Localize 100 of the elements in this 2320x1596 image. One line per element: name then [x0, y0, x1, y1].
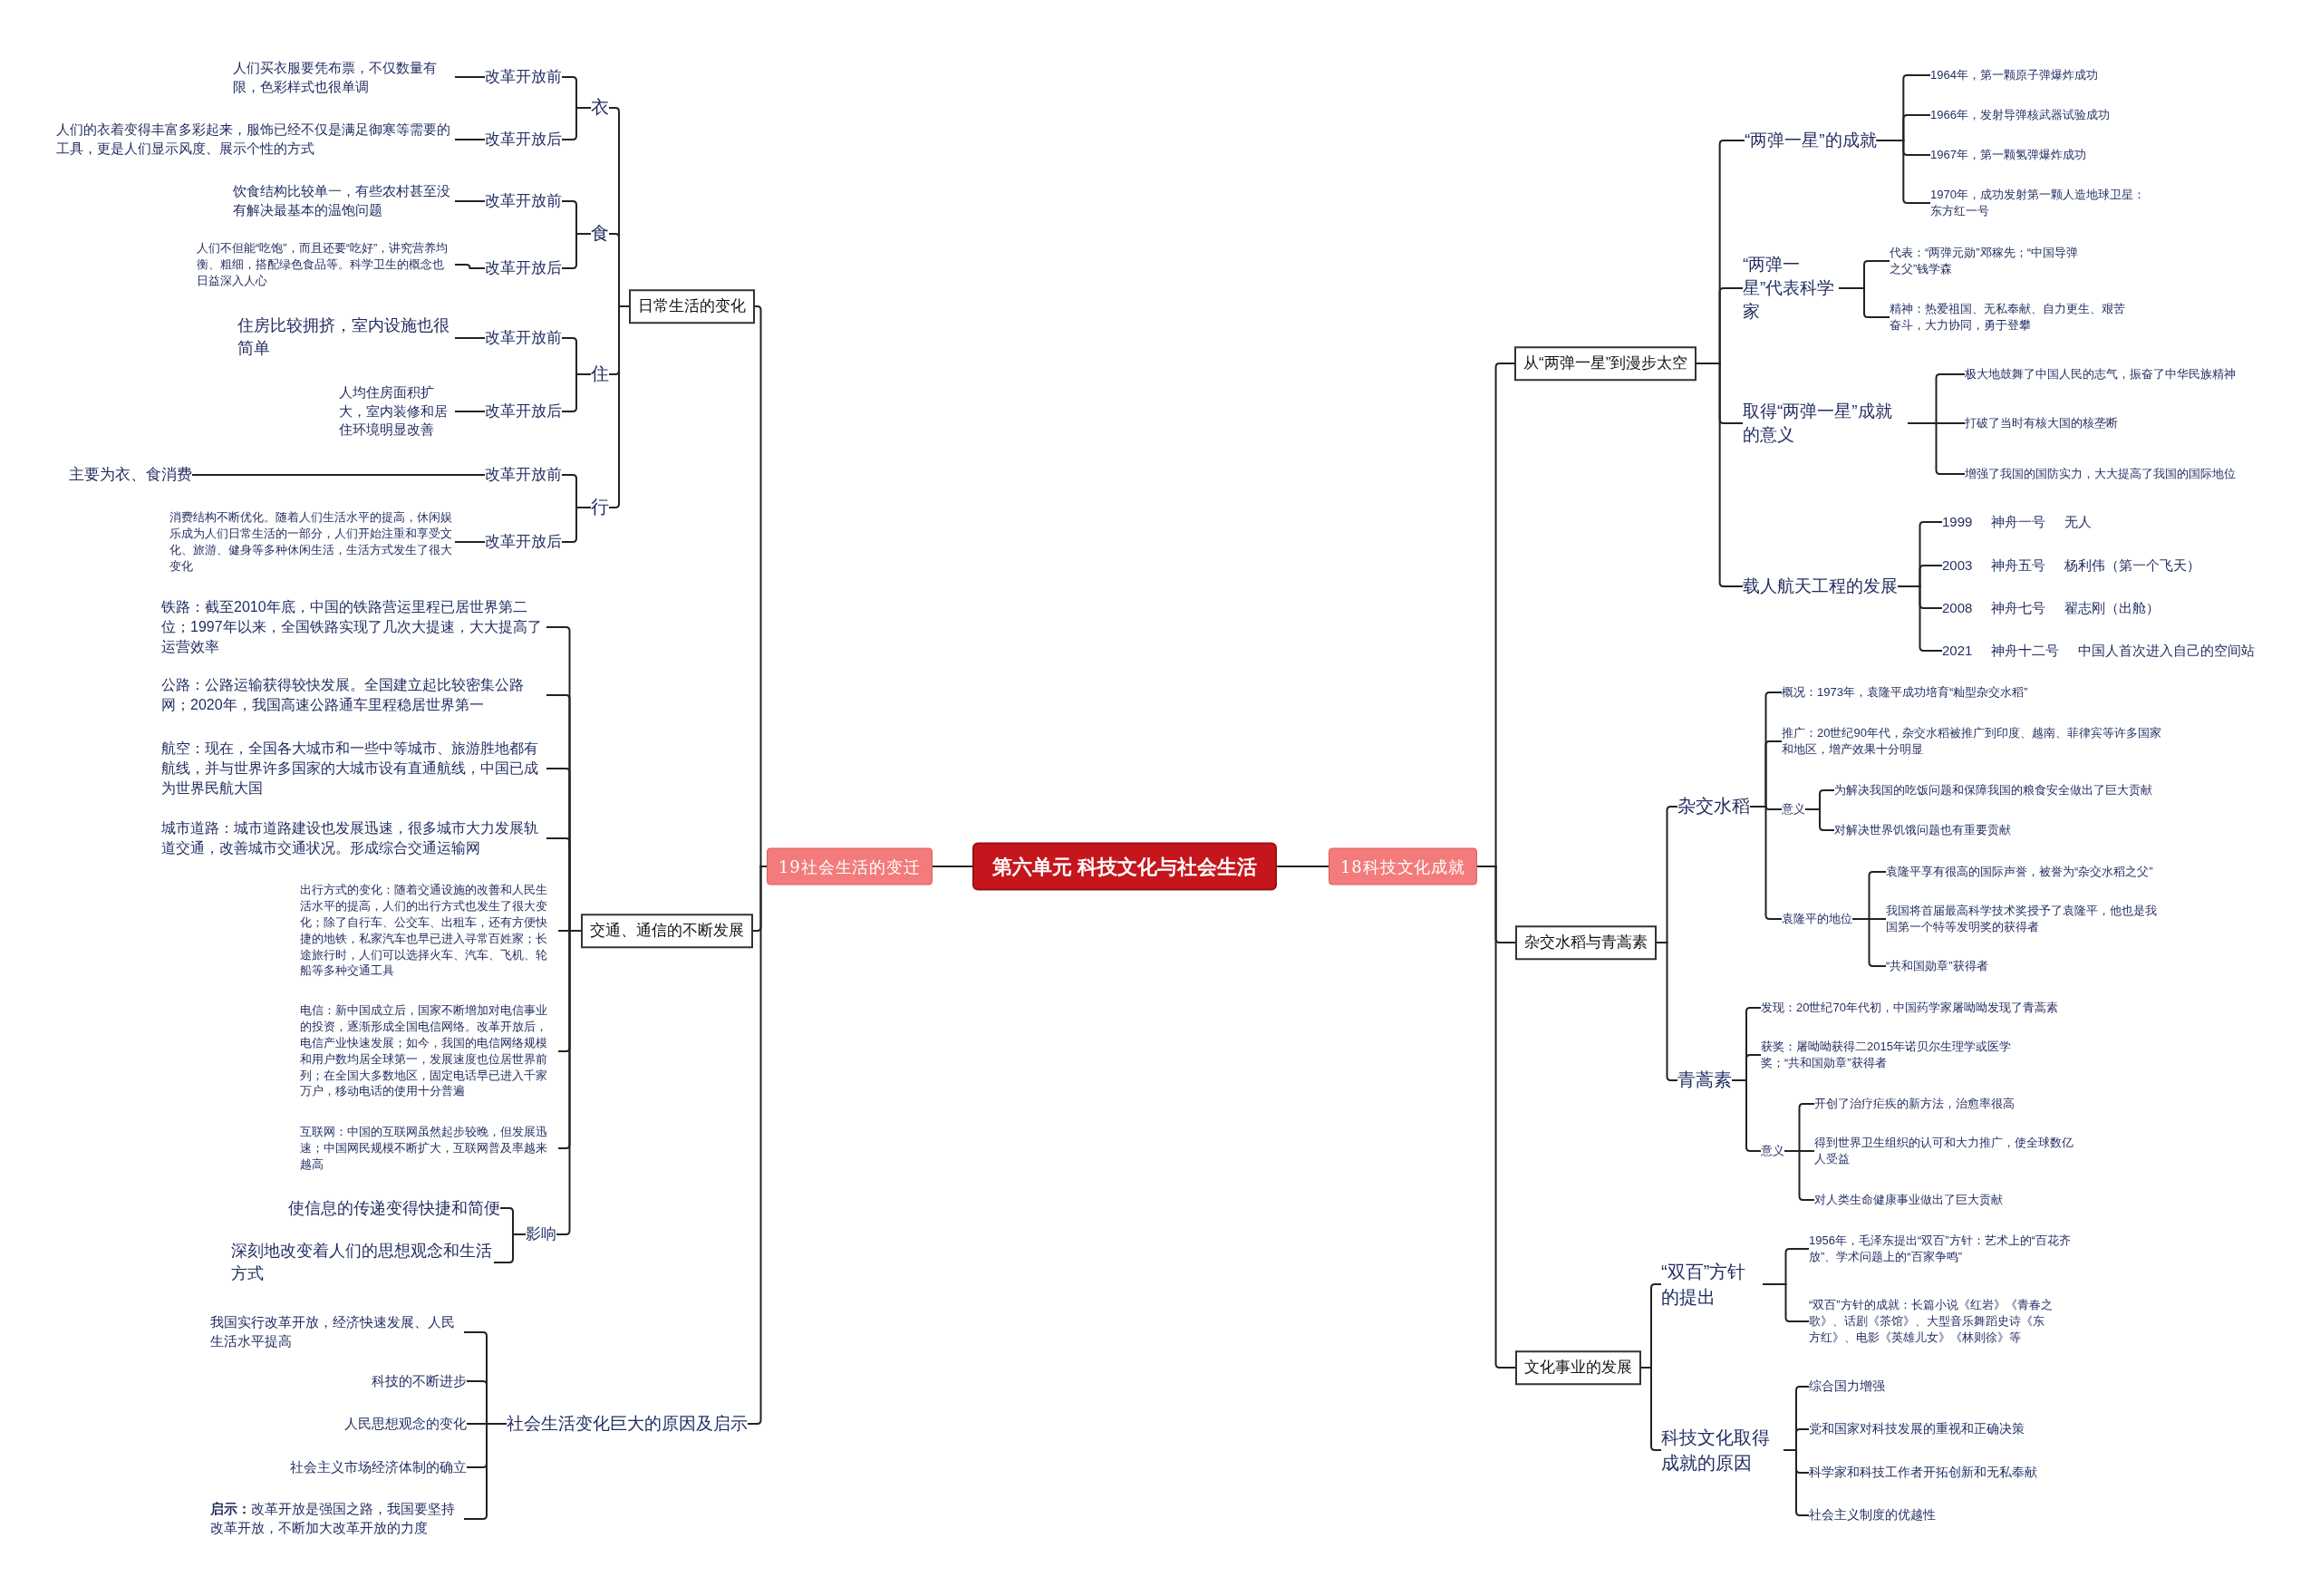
- main-branch-box: 18科技文化成就: [1329, 847, 1478, 885]
- topic-text: 食: [591, 221, 609, 247]
- topic-text: 改革开放后: [485, 257, 562, 279]
- topic-text: 我国将首届最高科学技术奖授予了袁隆平，他也是我国第一个特等发明奖的获得者: [1886, 903, 2167, 935]
- topic-text: 得到世界卫生组织的认可和大力推广，使全球数亿人受益: [1814, 1135, 2077, 1167]
- connector-line: [1276, 866, 1329, 867]
- topic-text: 袁隆平的地位: [1782, 911, 1852, 927]
- topic-text: 人民思想观念的变化: [344, 1414, 467, 1434]
- topic-text: 铁路：截至2010年底，中国的铁路营运里程已居世界第二位；1997年以来，全国铁路实现了几次大提速，大大提高了运营效率: [161, 597, 546, 657]
- central-topic: 第六单元 科技文化与社会生活: [972, 842, 1278, 891]
- connector-line: [454, 337, 486, 339]
- connector-line: [1762, 1283, 1810, 1322]
- connector-line: [561, 107, 592, 140]
- topic-text: “两弹一星”代表科学家: [1743, 252, 1839, 324]
- connector-line: [454, 411, 486, 412]
- topic-text: 对解决世界饥饿问题也有重要贡献: [1834, 822, 2011, 838]
- topic-text: 改革开放前: [485, 190, 562, 212]
- topic-text: 概况：1973年，袁隆平成功培育“籼型杂交水稻”: [1782, 684, 2028, 701]
- topic-text: 人们买衣服要凭布票，不仅数量有限，色彩样式也很单调: [233, 59, 455, 97]
- topic-text: “双百”方针的提出: [1661, 1259, 1763, 1310]
- topic-text: 1967年，第一颗氢弹爆炸成功: [1930, 147, 2086, 163]
- topic-text: 增强了我国的国防实力，大大提高了我国的国际地位: [1965, 466, 2237, 482]
- connector-line: [1696, 363, 1744, 587]
- topic-text: 使信息的传递变得快捷和简便: [288, 1196, 500, 1220]
- connector-line: [1838, 287, 1890, 318]
- topic-text: 精神：热爱祖国、无私奉献、自力更生、艰苦奋斗，大力协同，勇于登攀: [1890, 301, 2130, 334]
- connector-line: [454, 541, 486, 543]
- topic-text: 社会生活变化巨大的原因及启示: [507, 1411, 748, 1436]
- connector-line: [561, 507, 592, 543]
- topic-text: 城市道路：城市道路建设也发展迅速，很多城市大力发展轨道交通，改善城市交通状况。形成综合交通运输网: [161, 818, 546, 858]
- topic-text: 推广：20世纪90年代，杂交水稻被推广到印度、越南、菲律宾等许多国家和地区，增产效果十分明显: [1782, 725, 2167, 758]
- topic-text: “双百”方针的成就：长篇小说《红岩》《青春之歌》、话剧《茶馆》、大型音乐舞蹈史诗《东方红》、电影《英雄儿女》《林则徐》等: [1809, 1297, 2054, 1346]
- topic-text: 主要为衣、食消费: [69, 464, 192, 486]
- topic-text: 意义: [1761, 1143, 1784, 1159]
- topic-text: 科学家和科技工作者开拓创新和无私奉献: [1809, 1464, 2037, 1482]
- topic-text: 载人航天工程的发展: [1743, 574, 1898, 599]
- topic-text: 取得“两弹一星”成就的意义: [1743, 399, 1908, 448]
- topic-box: 交通、通信的不断发展: [581, 914, 753, 948]
- topic-text: 打破了当时有核大国的核垄断: [1965, 415, 2118, 431]
- topic-text: 互联网：中国的互联网虽然起步较晚，但发展迅速；中国网民规模不断扩大，互联网普及率越来越高: [300, 1124, 558, 1173]
- topic-box: 日常生活的变化: [629, 289, 755, 324]
- topic-text: “共和国勋章”获得者: [1886, 958, 1988, 974]
- topic-text: 公路：公路运输获得较快发展。全国建立起比较密集公路网；2020年，我国高速公路通车里程稳居世界第一: [161, 675, 546, 715]
- connector-line: [454, 200, 486, 202]
- topic-text: 2008 神舟七号 翟志刚（出舱）: [1942, 598, 2160, 618]
- topic-text: 饮食结构比较单一，有些农村甚至没有解决最基本的温饱问题: [233, 182, 455, 220]
- topic-text: 航空：现在，全国各大城市和一些中等城市、旅游胜地都有航线，并与世界许多国家的大城市设有直通航线，中国已成为世界民航大国: [161, 739, 546, 798]
- topic-text: 1964年，第一颗原子弹爆炸成功: [1930, 67, 2098, 83]
- topic-text: 住房比较拥挤，室内设施也很简单: [237, 314, 455, 360]
- topic-text: 获奖：屠呦呦获得二2015年诺贝尔生理学或医学奖；“共和国勋章”获得者: [1761, 1039, 2024, 1071]
- connector-line: [561, 233, 592, 269]
- topic-text: 1966年，发射导弹核武器试验成功: [1930, 107, 2110, 123]
- connector-line: [1907, 422, 1966, 475]
- topic-text: 社会主义市场经济体制的确立: [290, 1457, 467, 1477]
- connector-line: [932, 866, 973, 867]
- topic-text: 1999 神舟一号 无人: [1942, 512, 2092, 532]
- topic-text: 改革开放前: [485, 327, 562, 349]
- connector-line: [556, 930, 582, 1235]
- topic-text: 消费结构不断优化。随着人们生活水平的提高，休闲娱乐成为人们日常生活的一部分，人们开始注重和享受文化、旅游、健身等多种休闲生活，生活方式发生了很大变化: [169, 509, 455, 575]
- connector-line: [1731, 1079, 1762, 1152]
- topic-text: 意义: [1782, 801, 1805, 817]
- topic-text: 影响: [526, 1224, 556, 1245]
- topic-text: 衣: [591, 95, 609, 121]
- topic-text: 代表：“两弹元勋”邓稼先；“中国导弹之父”钱学森: [1890, 245, 2084, 277]
- connector-line: [493, 1233, 527, 1263]
- topic-text: 人均住房面积扩大，室内装修和居住环境明显改善: [339, 383, 455, 440]
- topic-text: 袁隆平享有很高的国际声誉，被誉为“杂交水稻之父”: [1886, 864, 2153, 880]
- topic-text: 改革开放前: [485, 464, 562, 486]
- topic-text: 社会主义制度的优越性: [1809, 1506, 1936, 1524]
- topic-text: 人们不但能“吃饱”，而且还要“吃好”，讲究营养均衡、粗细，搭配绿色食品等。科学卫生的概念也日益深入人心: [197, 240, 455, 289]
- connector-line: [454, 139, 486, 140]
- topic-box: 杂交水稻与青蒿素: [1515, 925, 1657, 960]
- topic-text: 开创了治疗疟疾的新方法，治愈率很高: [1814, 1096, 2015, 1112]
- topic-text: 综合国力增强: [1809, 1378, 1885, 1396]
- topic-text: 行: [591, 495, 609, 520]
- topic-text: 出行方式的变化：随着交通设施的改善和人民生活水平的提高，人们的出行方式也发生了很大变化；除了自行车、公交车、出租车，还有方便快捷的地铁，私家汽车也早已进入寻常百姓家；长途旅行时，人们可以选择火车、汽车、飞机、轮船等多种交通工具: [300, 882, 558, 980]
- topic-text: 改革开放后: [485, 129, 562, 150]
- topic-text: 我国实行改革开放，经济快速发展、人民生活水平提高: [210, 1313, 464, 1351]
- main-branch-box: 19社会生活的变迁: [767, 847, 933, 885]
- topic-text: 1956年，毛泽东提出“双百”方针：艺术上的“百花齐放”、学术问题上的“百家争鸣”: [1809, 1233, 2081, 1265]
- topic-text: 人们的衣着变得丰富多彩起来，服饰已经不仅是满足御寒等需要的工具，更是人们显示风度、展示个性的方式: [56, 121, 455, 159]
- topic-text: 2021 神舟十二号 中国人首次进入自己的空间站: [1942, 641, 2255, 661]
- connector-line: [454, 264, 486, 269]
- connector-line: [454, 76, 486, 78]
- topic-text: 极大地鼓舞了中国人民的志气，振奋了中华民族精神: [1965, 366, 2237, 382]
- topic-text: 科技的不断进步: [372, 1371, 467, 1391]
- connector-line: [561, 373, 592, 412]
- topic-text: 改革开放后: [485, 531, 562, 553]
- topic-text: 杂交水稻: [1677, 794, 1750, 819]
- topic-text: 住: [591, 362, 609, 387]
- connector-line: [1784, 1150, 1815, 1201]
- connector-line: [1875, 140, 1931, 204]
- connector-line: [1804, 808, 1835, 831]
- topic-text: 启示：改革开放是强国之路，我国要坚持改革开放，不断加大改革开放的力度: [210, 1500, 464, 1538]
- topic-box: 文化事业的发展: [1515, 1350, 1641, 1385]
- topic-text: 改革开放后: [485, 401, 562, 422]
- connector-line: [191, 474, 486, 476]
- connector-line: [1851, 918, 1887, 967]
- topic-text: 党和国家对科技发展的重视和正确决策: [1809, 1420, 2025, 1438]
- topic-text: 为解决我国的吃饭问题和保障我国的粮食安全做出了巨大贡献: [1834, 782, 2152, 798]
